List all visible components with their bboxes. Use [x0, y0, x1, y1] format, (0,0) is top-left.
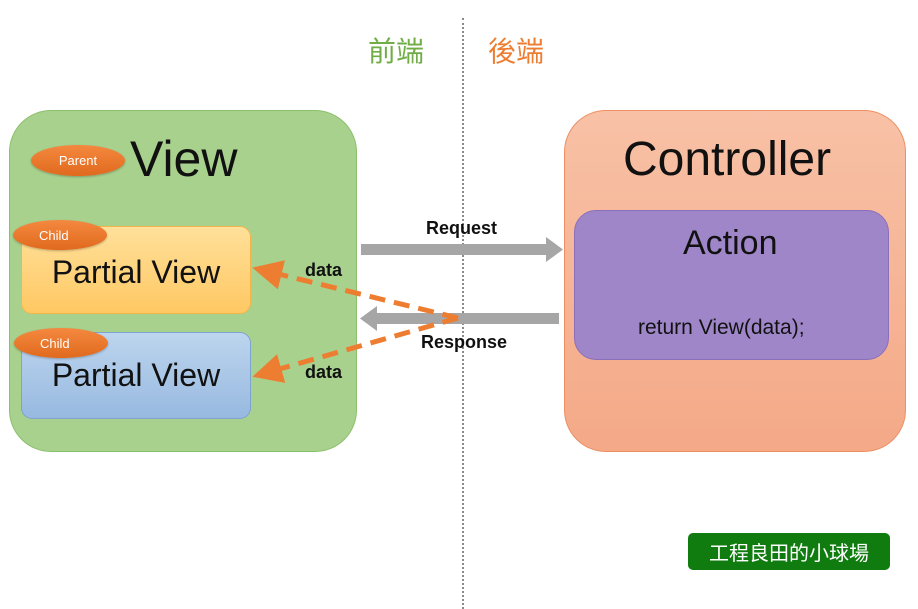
- action-code: return View(data);: [638, 316, 805, 339]
- action-container: [574, 210, 889, 360]
- response-label: Response: [421, 332, 508, 352]
- request-label: Request: [426, 218, 498, 238]
- action-title: Action: [683, 224, 778, 262]
- controller-title: Controller: [623, 133, 832, 186]
- data-arrow-bottom: [252, 315, 459, 383]
- watermark-badge: 工程良田的小球場: [688, 533, 890, 570]
- partial-view-1-title: Partial View: [51, 254, 221, 290]
- partial-view-2-title: Partial View: [51, 357, 221, 393]
- data-arrow-top: [252, 260, 459, 321]
- child-tag-2: Child: [14, 328, 108, 358]
- response-arrow: [360, 306, 559, 331]
- frontend-label: 前端: [368, 35, 425, 68]
- parent-tag: Parent: [31, 145, 125, 176]
- child-tag-1: Child: [13, 220, 107, 250]
- data-label-top: data: [305, 260, 343, 280]
- view-title: View: [130, 131, 238, 187]
- backend-label: 後端: [488, 35, 545, 68]
- data-label-bottom: data: [305, 362, 343, 382]
- request-arrow: [361, 237, 563, 262]
